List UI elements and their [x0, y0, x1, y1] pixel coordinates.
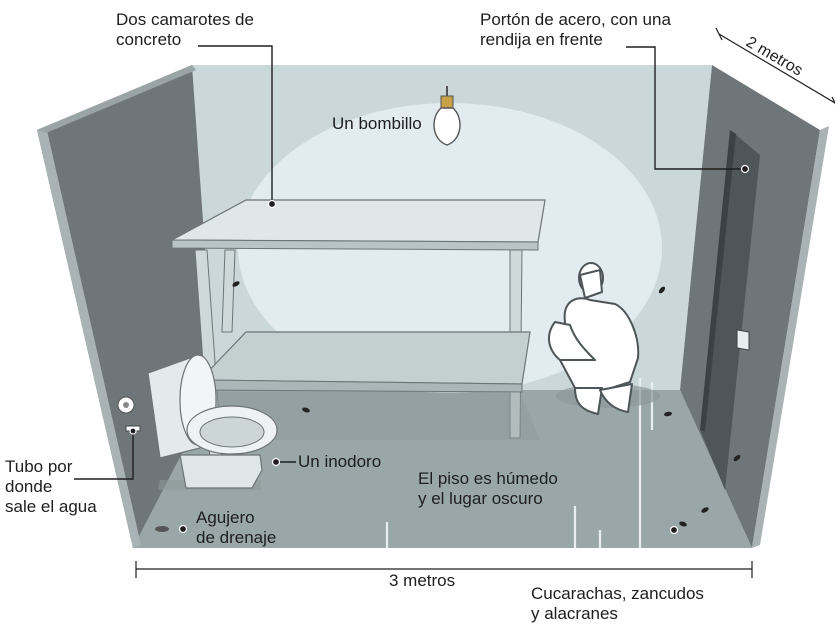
label-cucarachas: Cucarachas, zancudos y alacranes — [531, 584, 704, 624]
label-piso: El piso es húmedo y el lugar oscuro — [418, 469, 558, 509]
label-ancho: 3 metros — [389, 571, 456, 590]
label-piso-line-2: y el lugar oscuro — [418, 489, 543, 508]
label-camarotes: Dos camarotes de concreto — [116, 10, 254, 50]
prisoner-figure — [548, 262, 660, 415]
label-camarotes-line-1: Dos camarotes de — [116, 10, 254, 29]
marker-camarotes — [267, 199, 277, 209]
leader-tubo — [74, 433, 134, 480]
label-tubo-line-2: donde — [5, 477, 53, 496]
steel-door — [700, 130, 760, 490]
label-agujero: Agujero de drenaje — [196, 508, 276, 548]
bulb-icon — [433, 86, 461, 146]
width-dimension — [135, 561, 753, 578]
left-wall-edge — [37, 126, 141, 548]
label-tubo-line-1: Tubo por — [5, 457, 73, 476]
label-porton-line-1: Portón de acero, con una — [480, 10, 671, 29]
label-piso-line-1: El piso es húmedo — [418, 469, 558, 488]
wall-vent-icon — [117, 396, 135, 414]
floor — [133, 390, 752, 548]
label-camarotes-line-2: concreto — [116, 30, 182, 49]
label-tubo-line-3: sale el agua — [5, 497, 97, 516]
leader-porton — [626, 46, 745, 170]
label-porton-line-2: rendija en frente — [480, 30, 603, 49]
label-inodoro: Un inodoro — [298, 452, 382, 471]
label-tubo: Tubo por donde sale el agua — [5, 457, 97, 517]
depth-dimension — [715, 27, 835, 105]
label-bombillo: Un bombillo — [332, 114, 422, 133]
right-wall-edge — [752, 126, 829, 548]
marker-agujero — [178, 524, 188, 534]
label-agujero-line-1: Agujero — [196, 508, 255, 527]
marker-tubo — [129, 427, 137, 435]
door-frame — [700, 130, 736, 432]
marker-cucarachas — [669, 525, 679, 535]
leader-camarotes — [198, 45, 273, 202]
drain-hole-icon — [155, 526, 169, 532]
toilet — [147, 354, 278, 490]
label-porton: Portón de acero, con una rendija en fren… — [480, 10, 671, 50]
insects — [232, 281, 741, 527]
label-agujero-line-2: de drenaje — [196, 528, 277, 547]
concrete-bunks — [171, 199, 546, 461]
depth-label: 2 metros — [743, 34, 805, 80]
door-slot — [736, 329, 750, 351]
marker-porton — [740, 164, 750, 174]
marker-inodoro — [271, 457, 281, 467]
label-cucarachas-line-2: y alacranes — [531, 604, 618, 623]
top-rim-left — [37, 65, 196, 133]
label-cucarachas-line-1: Cucarachas, zancudos — [531, 584, 704, 603]
